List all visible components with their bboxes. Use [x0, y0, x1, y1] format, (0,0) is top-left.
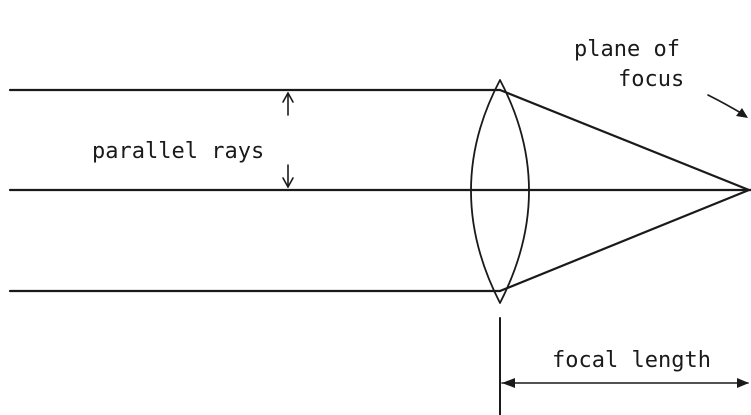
bottom-converging-ray	[498, 188, 751, 293]
focal-length-right-arrowhead	[737, 378, 749, 388]
parallel-rays-label: parallel rays	[92, 139, 264, 164]
focal-length-label: focal length	[552, 348, 711, 373]
plane-of-focus-label-line1: plane of	[574, 37, 680, 62]
plane-of-focus-arrowhead	[736, 108, 748, 118]
plane-of-focus-label-line2: focus	[618, 67, 684, 92]
parallel-rays-lower-arrowhead	[282, 177, 294, 188]
focal-length-left-arrowhead	[502, 378, 515, 388]
top-converging-ray	[498, 88, 751, 192]
convex-lens	[470, 79, 530, 304]
parallel-rays-upper-arrowhead	[282, 92, 294, 103]
